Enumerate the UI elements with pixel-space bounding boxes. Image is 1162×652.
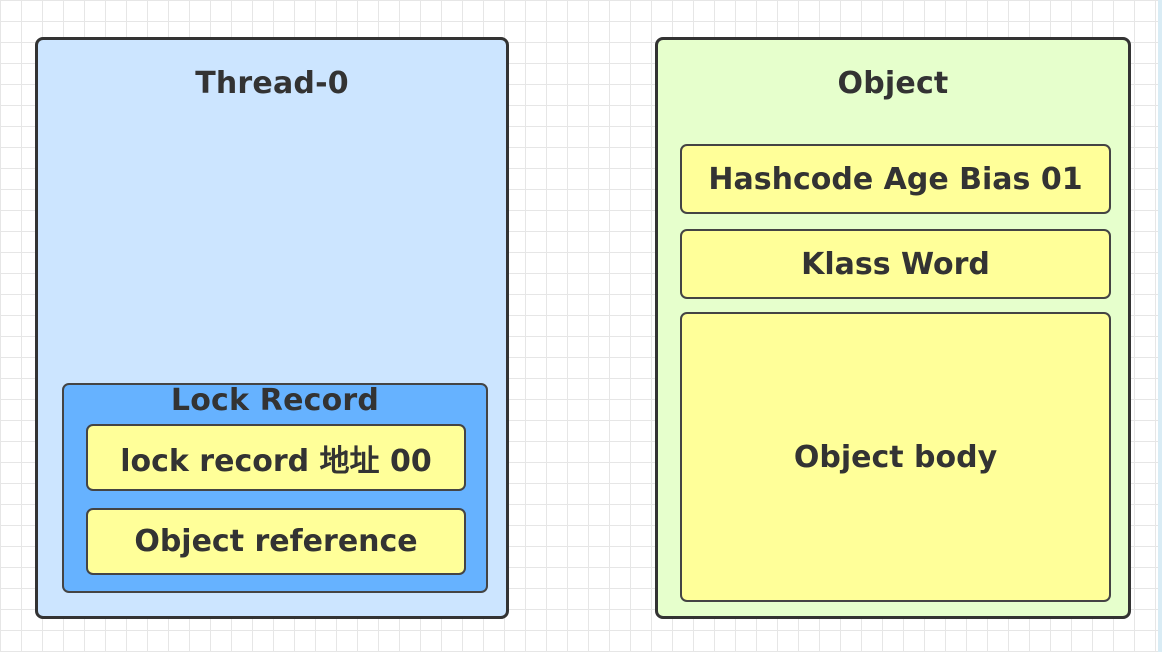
object-box[interactable]: Object Hashcode Age Bias 01 Klass Word O…: [655, 37, 1131, 619]
lock-record-address-cell[interactable]: lock record 地址 00: [86, 424, 466, 491]
thread-box[interactable]: Thread-0 Lock Record lock record 地址 00 O…: [35, 37, 509, 619]
thread-title: Thread-0: [195, 66, 349, 101]
lock-record-box[interactable]: Lock Record lock record 地址 00 Object ref…: [62, 383, 488, 593]
mark-word-cell[interactable]: Hashcode Age Bias 01: [680, 144, 1111, 214]
canvas-edge: [1158, 0, 1162, 652]
object-body-cell[interactable]: Object body: [680, 312, 1111, 602]
object-reference-cell[interactable]: Object reference: [86, 508, 466, 575]
lock-record-title: Lock Record: [170, 383, 380, 418]
object-title: Object: [837, 66, 949, 101]
klass-word-cell[interactable]: Klass Word: [680, 229, 1111, 299]
